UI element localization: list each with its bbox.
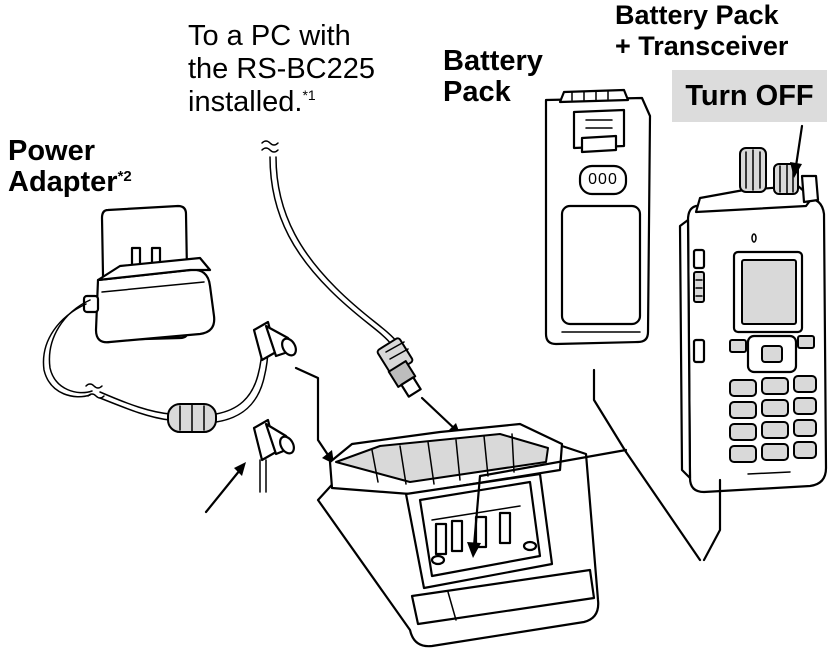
power-label-line-1: Power	[8, 135, 96, 167]
turn-off-callout: Turn OFF	[672, 70, 827, 122]
dc-plug-angled	[252, 320, 297, 362]
pc-note-line-3: installed.	[188, 85, 303, 118]
battery-transceiver-label: Battery Pack+ Transceiver	[615, 0, 788, 62]
charger-cradle	[316, 422, 600, 648]
usb-cable	[261, 140, 399, 346]
turn-off-pointer	[790, 124, 804, 178]
insert-transceiver-arrow	[467, 448, 628, 558]
usb-insert-arrow	[420, 396, 460, 434]
usb-plug	[376, 337, 422, 398]
battery-pack	[544, 88, 652, 346]
battery-label-line-2: Pack	[443, 76, 511, 109]
battery-badge-text: 000	[588, 171, 618, 188]
dc-plug-arrow	[294, 366, 334, 464]
power-footnote-mark: *2	[117, 168, 132, 186]
transceiver	[678, 147, 828, 494]
battery-label-line-1: Battery	[443, 45, 543, 77]
dc-plug-bottom	[252, 418, 295, 493]
combo-label-line-1: Battery Pack	[615, 0, 779, 30]
dc-plug-bottom-arrow	[204, 462, 246, 514]
battery-guide-line	[592, 368, 628, 454]
ferrite-core	[167, 344, 269, 433]
pc-note-footnote-mark: *1	[302, 86, 316, 103]
transceiver-guide-line	[624, 450, 722, 562]
combo-label-line-2: + Transceiver	[615, 31, 789, 62]
power-label-line-2: Adapter	[8, 166, 118, 199]
pc-note-line-2: the RS-BC225	[188, 52, 375, 85]
power-adapter	[42, 204, 216, 421]
pc-note-line-1: To a PC with	[188, 20, 351, 52]
